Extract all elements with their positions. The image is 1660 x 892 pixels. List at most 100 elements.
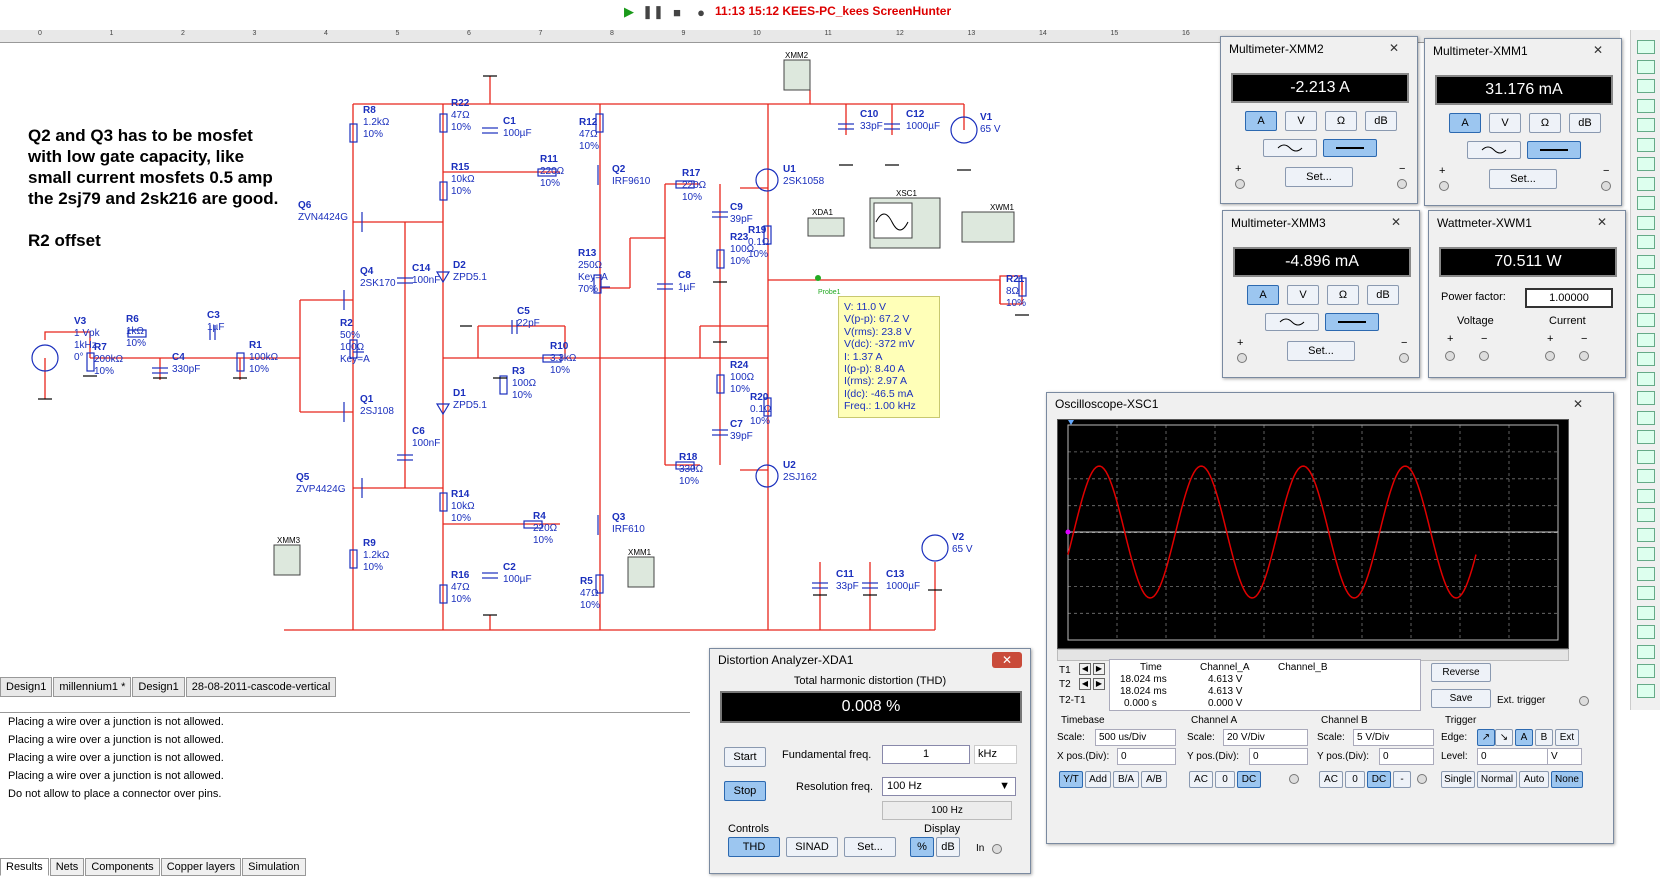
db-button[interactable]: dB xyxy=(1367,285,1399,305)
db-button[interactable]: dB xyxy=(936,837,960,857)
schematic-canvas[interactable]: R81.2kΩ10%R2247Ω10%C1100µFR1247Ω10%R1510… xyxy=(0,42,1630,707)
sinad-button[interactable]: SINAD xyxy=(786,837,838,857)
results-tab[interactable]: Nets xyxy=(49,858,85,876)
trigger-b-button[interactable]: B xyxy=(1535,729,1553,746)
cursor-left-button[interactable]: ◀ xyxy=(1079,678,1091,690)
instrument-tool-icon[interactable] xyxy=(1637,157,1655,171)
rising-edge-button[interactable]: ↗ xyxy=(1477,729,1495,746)
reverse-button[interactable]: Reverse xyxy=(1431,663,1491,682)
normal-button[interactable]: Normal xyxy=(1477,771,1517,788)
multimeter-xmm2-window[interactable]: Multimeter-XMM2 ✕ -2.213 A A V Ω dB Set.… xyxy=(1220,36,1418,204)
channel-a-ac-button[interactable]: AC xyxy=(1189,771,1213,788)
settings-button[interactable]: Set... xyxy=(844,837,896,857)
results-tab[interactable]: Components xyxy=(85,858,160,876)
voltage-minus-terminal[interactable] xyxy=(1479,351,1489,361)
ac-mode-button[interactable] xyxy=(1263,139,1317,157)
close-icon[interactable]: ✕ xyxy=(1388,41,1400,55)
instrument-tool-icon[interactable] xyxy=(1637,508,1655,522)
instrument-tool-icon[interactable] xyxy=(1637,98,1655,113)
ohmmeter-button[interactable]: Ω xyxy=(1325,111,1357,131)
design-tab[interactable]: millennium1 * xyxy=(53,677,132,697)
instrument-tool-icon[interactable] xyxy=(1637,605,1655,620)
channel-a-ypos-field[interactable]: 0 xyxy=(1249,748,1308,765)
settings-button[interactable]: Set... xyxy=(1285,167,1353,187)
instrument-tool-icon[interactable] xyxy=(1637,215,1655,230)
instrument-tool-icon[interactable] xyxy=(1637,586,1655,600)
dc-mode-button[interactable] xyxy=(1323,139,1377,157)
instrument-tool-icon[interactable] xyxy=(1637,410,1655,425)
plus-terminal[interactable] xyxy=(1439,181,1449,191)
instrument-tool-icon[interactable] xyxy=(1637,469,1655,483)
ammeter-button[interactable]: A xyxy=(1247,285,1279,305)
multimeter-xmm3-window[interactable]: Multimeter-XMM3 ✕ -4.896 mA A V Ω dB Set… xyxy=(1222,210,1420,378)
instrument-tool-icon[interactable] xyxy=(1637,274,1655,288)
instrument-tool-icon[interactable] xyxy=(1637,391,1655,405)
channel-b-invert-button[interactable]: - xyxy=(1393,771,1411,788)
instrument-tool-icon[interactable] xyxy=(1637,352,1655,366)
save-button[interactable]: Save xyxy=(1431,689,1491,708)
fundamental-freq-input[interactable]: 1 xyxy=(882,745,970,764)
oscilloscope-xsc1-window[interactable]: Oscilloscope-XSC1 ✕ T1 T2 T2-T1 ◀ ▶ ◀ ▶ … xyxy=(1046,392,1614,844)
ac-mode-button[interactable] xyxy=(1265,313,1319,331)
instrument-tool-icon[interactable] xyxy=(1637,332,1655,347)
single-button[interactable]: Single xyxy=(1441,771,1475,788)
ext-trigger-terminal[interactable] xyxy=(1579,696,1589,706)
ohmmeter-button[interactable]: Ω xyxy=(1327,285,1359,305)
minus-terminal[interactable] xyxy=(1601,181,1611,191)
close-icon[interactable]: ✕ xyxy=(1596,215,1608,229)
current-plus-terminal[interactable] xyxy=(1545,351,1555,361)
voltage-plus-terminal[interactable] xyxy=(1445,351,1455,361)
instrument-tool-icon[interactable] xyxy=(1637,196,1655,210)
multimeter-xmm1-window[interactable]: Multimeter-XMM1 ✕ 31.176 mA A V Ω dB Set… xyxy=(1424,38,1622,206)
channel-b-terminal[interactable] xyxy=(1417,774,1427,784)
level-unit-field[interactable]: V xyxy=(1547,748,1582,765)
close-icon[interactable]: ✕ xyxy=(1572,397,1584,411)
dc-mode-button[interactable] xyxy=(1325,313,1379,331)
minus-terminal[interactable] xyxy=(1397,179,1407,189)
ammeter-button[interactable]: A xyxy=(1245,111,1277,131)
voltmeter-button[interactable]: V xyxy=(1489,113,1521,133)
channel-b-zero-button[interactable]: 0 xyxy=(1345,771,1365,788)
instrument-tool-icon[interactable] xyxy=(1637,293,1655,308)
channel-a-scale-field[interactable]: 20 V/Div xyxy=(1223,729,1308,746)
channel-a-zero-button[interactable]: 0 xyxy=(1215,771,1235,788)
thd-button[interactable]: THD xyxy=(728,837,780,857)
close-icon[interactable]: ✕ xyxy=(992,652,1022,668)
cursor-right-button[interactable]: ▶ xyxy=(1093,663,1105,675)
timebase-scale-field[interactable]: 500 us/Div xyxy=(1095,729,1176,746)
instrument-tool-icon[interactable] xyxy=(1637,79,1655,93)
percent-button[interactable]: % xyxy=(910,837,934,857)
trigger-level-marker[interactable] xyxy=(1065,529,1071,535)
ab-button[interactable]: A/B xyxy=(1141,771,1167,788)
auto-button[interactable]: Auto xyxy=(1519,771,1549,788)
run-icon[interactable]: ▶ xyxy=(624,4,634,19)
design-tab[interactable]: 28-08-2011-cascode-vertical xyxy=(185,677,337,697)
none-button[interactable]: None xyxy=(1551,771,1583,788)
record-icon[interactable]: ● xyxy=(697,4,705,20)
db-button[interactable]: dB xyxy=(1569,113,1601,133)
ammeter-button[interactable]: A xyxy=(1449,113,1481,133)
channel-b-scale-field[interactable]: 5 V/Div xyxy=(1353,729,1434,746)
design-tab[interactable]: Design1 xyxy=(132,677,185,697)
minus-terminal[interactable] xyxy=(1399,353,1409,363)
instrument-tool-icon[interactable] xyxy=(1637,430,1655,444)
close-icon[interactable]: ✕ xyxy=(1390,215,1402,229)
level-field[interactable]: 0 xyxy=(1477,748,1548,765)
ac-mode-button[interactable] xyxy=(1467,141,1521,159)
instrument-tool-icon[interactable] xyxy=(1637,664,1655,678)
pause-icon[interactable]: ❚❚ xyxy=(642,4,664,19)
cursor-t1-marker[interactable] xyxy=(1068,420,1074,425)
channel-a-dc-button[interactable]: DC xyxy=(1237,771,1261,788)
channel-b-ac-button[interactable]: AC xyxy=(1319,771,1343,788)
stop-icon[interactable]: ■ xyxy=(673,4,681,20)
instrument-tool-icon[interactable] xyxy=(1637,449,1655,464)
instrument-tool-icon[interactable] xyxy=(1637,527,1655,542)
distortion-analyzer-window[interactable]: Distortion Analyzer-XDA1 ✕ Total harmoni… xyxy=(709,648,1031,874)
results-tab[interactable]: Simulation xyxy=(242,858,306,876)
instrument-tool-icon[interactable] xyxy=(1637,118,1655,132)
ohmmeter-button[interactable]: Ω xyxy=(1529,113,1561,133)
current-minus-terminal[interactable] xyxy=(1579,351,1589,361)
cursor-left-button[interactable]: ◀ xyxy=(1079,663,1091,675)
instrument-tool-icon[interactable] xyxy=(1637,371,1655,386)
channel-b-dc-button[interactable]: DC xyxy=(1367,771,1391,788)
